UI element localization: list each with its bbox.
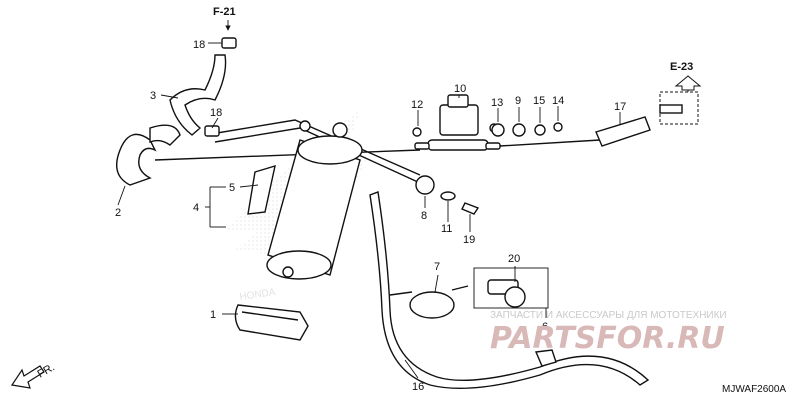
drain-line (154, 149, 421, 161)
canister-part-4 (266, 120, 363, 280)
reference-e23-arrow-icon (674, 75, 702, 91)
callout-6: 6 (542, 321, 548, 333)
collar-part-9 (512, 123, 526, 137)
callout-20: 20 (508, 253, 520, 265)
callout-5: 5 (229, 182, 235, 194)
front-arrow-icon (10, 365, 45, 389)
hose-part-2 (116, 133, 157, 186)
callout-2: 2 (115, 207, 121, 219)
part-6-bracket (473, 267, 549, 309)
washer-part-13 (491, 123, 505, 137)
washer-part-11 (440, 191, 456, 201)
callout-4: 4 (193, 202, 199, 214)
holder-part-20 (487, 279, 526, 308)
callout-8: 8 (421, 210, 427, 222)
washer-part-15 (534, 124, 546, 136)
plate-part-5 (247, 164, 276, 215)
nut-part-14 (553, 122, 563, 132)
front-direction-indicator: FR. (10, 361, 57, 389)
hose-part-3 (169, 54, 227, 136)
purge-valve-part-10 (414, 94, 501, 151)
clamp-part-18-top (221, 37, 237, 49)
callout-1: 1 (210, 309, 216, 321)
fitting-e23 (659, 104, 683, 114)
hose-part-16 (369, 191, 650, 390)
callout-9: 9 (515, 95, 521, 107)
direction-label: FR. (36, 361, 57, 380)
callout-10: 10 (454, 83, 466, 95)
brand-watermark-text: HONDA (239, 287, 277, 303)
reference-e23: E-23 (670, 61, 693, 73)
callout-19: 19 (463, 234, 475, 246)
hose-part-2-end (149, 124, 181, 146)
callout-18-top: 18 (193, 39, 205, 51)
line-to-17 (499, 139, 601, 147)
grommet-part-8 (415, 175, 435, 195)
callout-7: 7 (434, 261, 440, 273)
clamp-part-18-lower (204, 125, 220, 137)
watermark-logo: PARTSFOR.RU (490, 321, 725, 356)
clip-part-7-tabs (389, 285, 469, 296)
callout-16: 16 (412, 381, 424, 393)
reference-f21: F-21 (213, 6, 236, 18)
callout-14: 14 (552, 95, 564, 107)
callout-13: 13 (491, 97, 503, 109)
callout-17: 17 (614, 101, 626, 113)
band-part-1-edge (241, 311, 299, 321)
callout-11: 11 (441, 223, 452, 235)
callout-12: 12 (411, 99, 423, 111)
leader-lines (117, 42, 689, 379)
callout-3: 3 (150, 90, 156, 102)
callout-18-lower: 18 (210, 107, 222, 119)
band-part-1 (234, 304, 309, 341)
callout-15: 15 (533, 95, 545, 107)
breather-line-upper (204, 119, 421, 176)
bolt-part-19 (461, 202, 480, 215)
watermark-text: ЗАПЧАСТИ И АКСЕССУАРЫ ДЛЯ МОТОТЕХНИКИ (490, 310, 727, 321)
grommet-part-12 (412, 127, 422, 137)
small-clip (534, 349, 557, 367)
hose-part-17 (595, 116, 651, 147)
diagram-code: MJWAF2600A (722, 384, 786, 395)
clip-part-7 (409, 291, 455, 319)
